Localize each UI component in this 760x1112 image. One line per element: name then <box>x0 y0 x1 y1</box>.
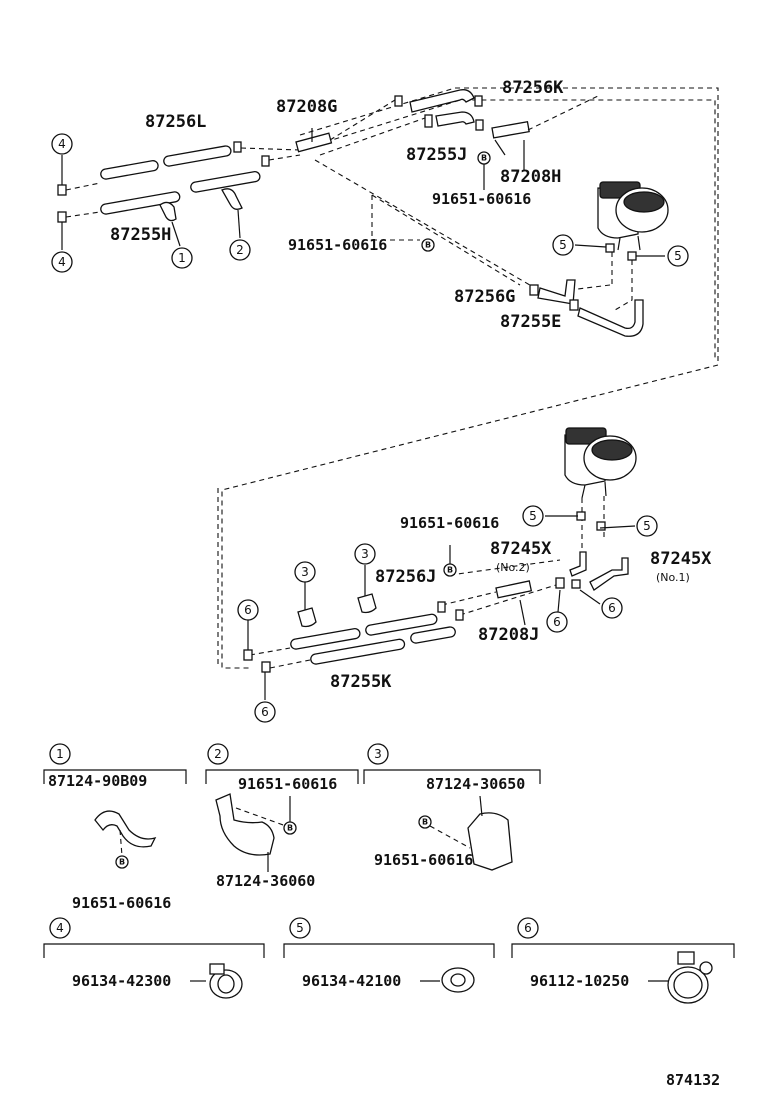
callout-circles: 4 4 1 2 5 5 5 5 3 3 6 6 6 6 <box>51 133 689 723</box>
detail-3-bolt: 91651-60616 <box>374 851 473 869</box>
label-87256G: 87256G <box>454 287 515 307</box>
label-87245X-no1: 87245X <box>650 549 712 569</box>
bolt-mark: B <box>425 241 431 250</box>
label-91651-60616-a: 91651-60616 <box>432 190 531 208</box>
vacuum-motor-upper <box>597 181 669 251</box>
callout-5-d: 5 <box>643 519 651 533</box>
label-87208G: 87208G <box>276 97 337 117</box>
detail-callout-3: 3 <box>374 747 382 761</box>
detail-5-part: 96134-42100 <box>302 972 401 990</box>
label-no1: (No.1) <box>656 571 690 584</box>
label-87208H: 87208H <box>500 167 561 187</box>
detail-1-bolt: 91651-60616 <box>72 894 171 912</box>
label-87245X-no2: 87245X <box>490 539 552 559</box>
label-87208J: 87208J <box>478 625 539 645</box>
detail-2-bolt: 91651-60616 <box>238 775 337 793</box>
detail-4-part: 96134-42300 <box>72 972 171 990</box>
detail-callout-4: 4 <box>56 921 64 935</box>
detail-callout-2: 2 <box>214 747 222 761</box>
callout-4-a: 4 <box>58 137 66 151</box>
label-87255E: 87255E <box>500 312 561 332</box>
label-87255K: 87255K <box>330 672 392 692</box>
bolt-mark: B <box>481 154 487 163</box>
callout-6-c: 6 <box>553 615 561 629</box>
callout-5-a: 5 <box>559 238 567 252</box>
detail-2-part: 87124-36060 <box>216 872 315 890</box>
label-no2: (No.2) <box>496 561 530 574</box>
label-87256K: 87256K <box>502 78 564 98</box>
callout-6-b: 6 <box>261 705 269 719</box>
label-91651-60616-c: 91651-60616 <box>400 514 499 532</box>
detail-1-part: 87124-90B09 <box>48 772 147 790</box>
diagram-id: 874132 <box>666 1071 720 1089</box>
callout-2: 2 <box>236 243 244 257</box>
bolt-mark: B <box>447 566 453 575</box>
bolt-mark: B <box>119 858 125 867</box>
dashed-frames <box>217 87 719 669</box>
callout-3-a: 3 <box>301 565 309 579</box>
vacuum-motor-lower <box>564 427 637 499</box>
bolt-mark: B <box>287 824 293 833</box>
detail-section: 1 87124-90B09 91651-60616 2 91651-60616 … <box>43 743 735 1004</box>
part-labels: 87256K 87208G 87256L 87255J 87208H 91651… <box>110 78 712 692</box>
label-87255J: 87255J <box>406 145 467 165</box>
detail-3-part: 87124-30650 <box>426 775 525 793</box>
label-87256J: 87256J <box>375 567 436 587</box>
detail-callout-5: 5 <box>296 921 304 935</box>
callout-6-a: 6 <box>244 603 252 617</box>
bolt-mark: B <box>422 818 428 827</box>
label-91651-60616-b: 91651-60616 <box>288 236 387 254</box>
label-87256L: 87256L <box>145 112 206 132</box>
callout-5-b: 5 <box>674 249 682 263</box>
bolt-marks: B B B B B B <box>115 151 491 869</box>
bottom-assembly <box>61 155 665 700</box>
callout-5-c: 5 <box>529 509 537 523</box>
callout-1: 1 <box>178 251 186 265</box>
detail-callout-6: 6 <box>524 921 532 935</box>
label-87255H: 87255H <box>110 225 171 245</box>
top-assembly <box>57 89 669 337</box>
callout-4-b: 4 <box>58 255 66 269</box>
detail-6-part: 96112-10250 <box>530 972 629 990</box>
callout-6-d: 6 <box>608 601 616 615</box>
callout-3-b: 3 <box>361 547 369 561</box>
detail-callout-1: 1 <box>56 747 64 761</box>
